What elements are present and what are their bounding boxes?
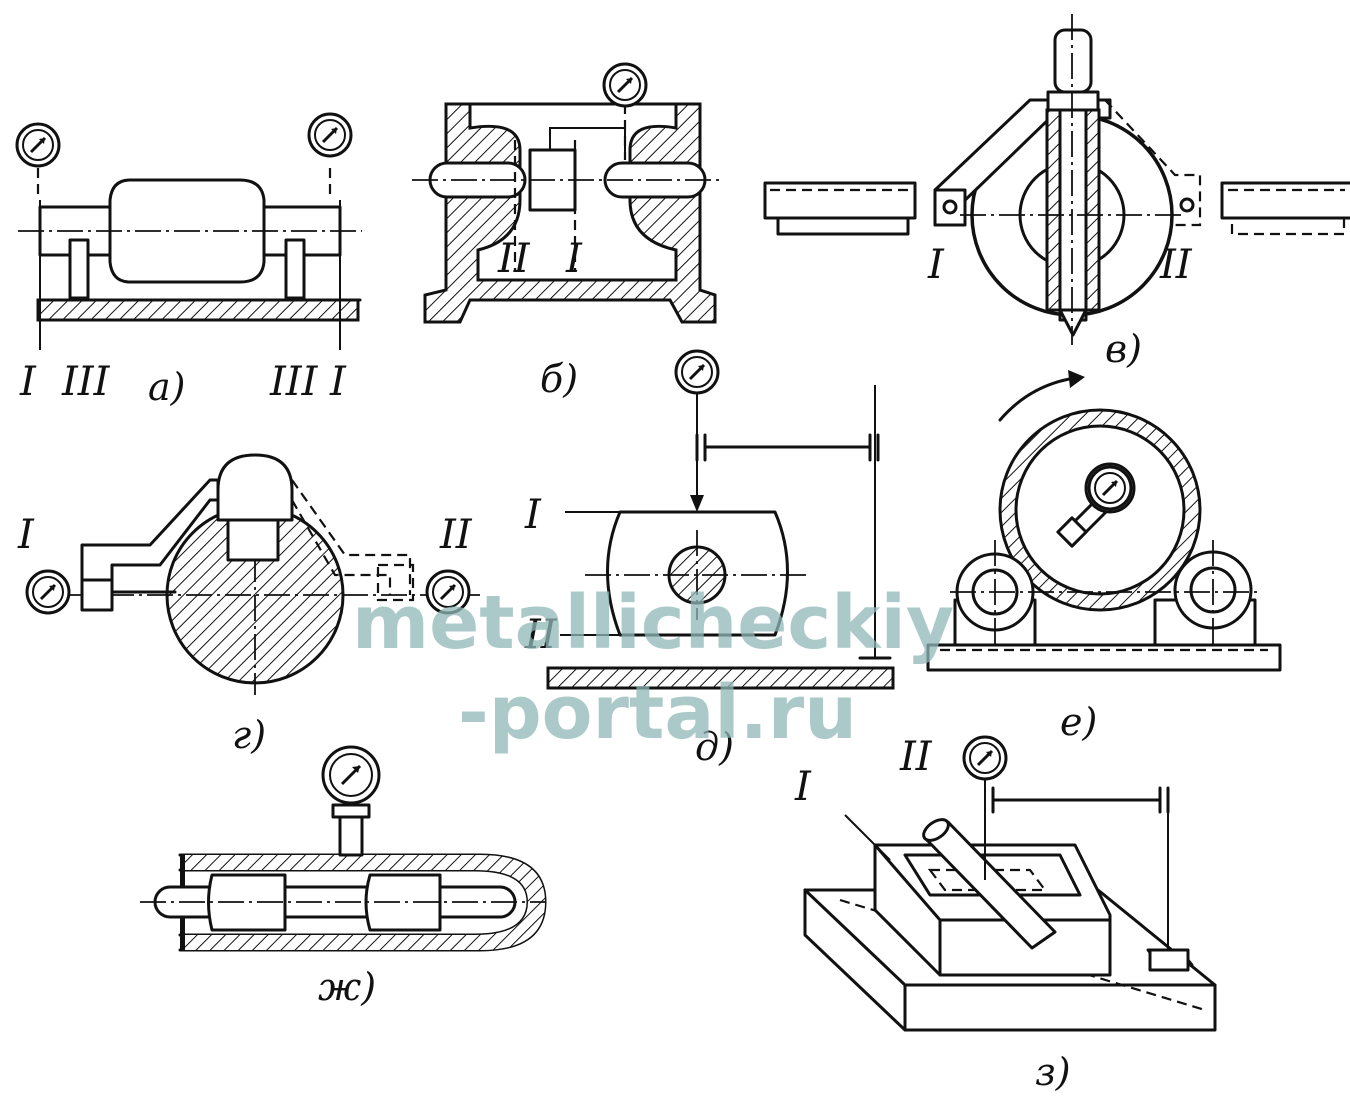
mark-III: III	[61, 359, 111, 405]
mark-II: II	[1159, 242, 1193, 288]
dial-indicator-icon	[15, 122, 61, 168]
caption-v: в)	[1105, 327, 1142, 371]
figure-g: I II г)	[17, 453, 480, 757]
mark-I: I	[329, 359, 347, 405]
mark-I: I	[17, 512, 35, 558]
caption-zh: ж)	[318, 965, 376, 1009]
mark-I: I	[927, 242, 945, 288]
caption-g: г)	[232, 713, 266, 757]
caption-a: а)	[148, 365, 185, 409]
mark-III: III	[269, 359, 319, 405]
dial-indicator-icon	[674, 349, 720, 395]
mark-I: I	[524, 492, 542, 538]
mark-I: I	[565, 236, 583, 282]
watermark-line2: -portal.ru	[458, 670, 857, 756]
mark-II: II	[524, 612, 558, 658]
figure-b: II I б)	[412, 62, 720, 401]
dial-indicator-icon	[962, 735, 1008, 781]
dial-indicator-icon	[1087, 465, 1133, 511]
watermark-line1: metallicheckiy	[352, 580, 954, 666]
mark-II: II	[497, 236, 531, 282]
caption-b: б)	[540, 357, 578, 401]
dial-indicator-icon	[352, 766, 360, 773]
figure-e: е)	[926, 370, 1282, 744]
dial-indicator-icon	[602, 62, 648, 108]
mark-I: I	[19, 359, 37, 405]
mark-II: II	[439, 512, 473, 558]
caption-e: е)	[1060, 700, 1097, 744]
dial-indicator-icon	[25, 569, 71, 615]
figure-v: I II в)	[763, 14, 1350, 371]
caption-d: д)	[695, 725, 734, 769]
figure-zh: ж)	[140, 745, 547, 1009]
mark-II: II	[899, 734, 933, 780]
figure-d: I II д)	[524, 349, 895, 769]
figure-z: I II з)	[794, 734, 1217, 1094]
mark-I: I	[794, 764, 812, 810]
figure-a: I III III I а)	[15, 112, 362, 409]
caption-z: з)	[1035, 1050, 1071, 1094]
dial-indicator-icon	[307, 112, 353, 158]
